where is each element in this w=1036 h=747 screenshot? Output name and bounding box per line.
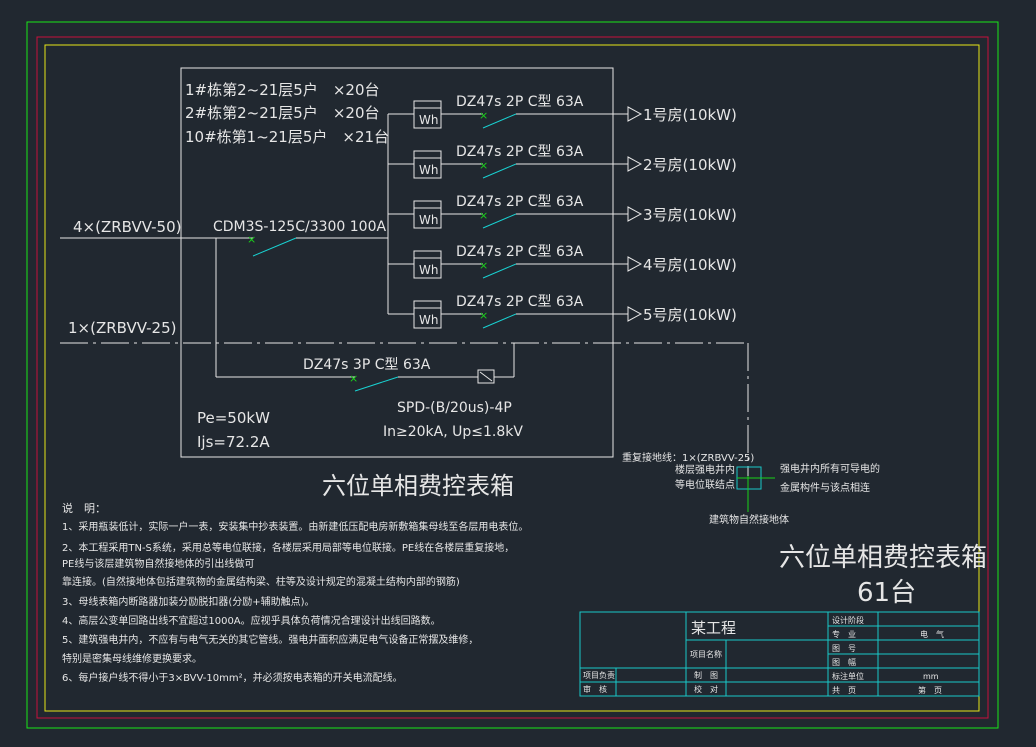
note-line: 4、高层公变单回路出线不宜超过1000A。应视乎具体负荷情况合理设计出线回路数。 <box>62 614 441 627</box>
spd-model-label: SPD-(B/20us)-4P <box>397 400 512 416</box>
box-header-line-2: 2#栋第2~21层5户 ×20台 <box>185 104 380 122</box>
main-breaker-blade <box>252 237 297 257</box>
branch-breaker-blade <box>482 213 517 229</box>
left-row2-label: 审 核 <box>583 684 607 694</box>
branch-breaker-cross: × <box>479 109 488 122</box>
branch-breaker-cross: × <box>479 309 488 322</box>
branch-breaker-blade <box>482 263 517 279</box>
branch-load-label: 5号房(10kW) <box>643 306 737 324</box>
branch-breaker-label: DZ47s 2P C型 63A <box>456 194 584 210</box>
bonding-point-label-1: 楼层强电井内 <box>675 463 735 476</box>
branch-breaker-label: DZ47s 2P C型 63A <box>456 244 584 260</box>
note-line: 5、建筑强电井内，不应有与电气无关的其它管线。强电井面积应满足电气设备正常摆及维… <box>62 633 478 646</box>
branch-row: Wh × DZ47s 2P C型 63A 5号房(10kW) <box>388 294 737 329</box>
spd-rating-label: In≥20kA, Up≤1.8kV <box>383 424 523 440</box>
box-header-line-3: 10#栋第1~21层5户 ×21台 <box>185 128 389 146</box>
mid-row2-label: 校 对 <box>694 684 718 694</box>
frame-yellow <box>44 44 980 712</box>
meter-label: Wh <box>419 163 438 177</box>
project-name: 某工程 <box>691 619 736 637</box>
tb-label-stage: 设计阶段 <box>832 615 864 625</box>
branch-breaker-blade <box>482 313 517 329</box>
tb-label-sheet-size: 图 幅 <box>832 657 856 667</box>
main-breaker-cross: × <box>247 233 256 246</box>
branch-row: Wh × DZ47s 2P C型 63A 3号房(10kW) <box>388 194 737 229</box>
natural-earth-label: 建筑物自然接地体 <box>709 513 789 526</box>
note-line: 靠连接。(自然接地体包括建筑物的金属结构梁、柱等及设计规定的混凝土结构内部的钢筋… <box>62 575 460 588</box>
branch-load-label: 1号房(10kW) <box>643 106 737 124</box>
branch-breaker-blade <box>482 113 517 129</box>
outer-frame-green <box>26 21 999 729</box>
bonding-point-label-2: 等电位联结点 <box>675 478 735 491</box>
load-arrow <box>627 256 643 272</box>
left-row1-label: 项目负责 <box>583 670 615 680</box>
branch-breaker-cross: × <box>479 209 488 222</box>
load-arrow <box>627 306 643 322</box>
spd-breaker-label: DZ47s 3P C型 63A <box>303 357 431 373</box>
incoming-main-cable-label: 4×(ZRBVV-50) <box>73 218 182 236</box>
branch-load-label: 2号房(10kW) <box>643 156 737 174</box>
note-line: 1、采用瓶装低计，实际一户一表，安装集中抄表装置。由新建低压配电房新敷箱集母线至… <box>62 520 528 533</box>
spd-device-diag <box>479 371 493 382</box>
tb-label-unit: 标注单位 <box>832 671 864 681</box>
note-line: PE线与该层建筑物自然接地体的引出线做可 <box>62 557 254 570</box>
tb-label-discipline: 专 业 <box>832 629 856 639</box>
branch-breaker-cross: × <box>479 159 488 172</box>
power-pe-label: Pe=50kW <box>197 409 270 427</box>
spd-breaker-cross: × <box>349 372 358 385</box>
branch-breaker-label: DZ47s 2P C型 63A <box>456 294 584 310</box>
branch-breaker-label: DZ47s 2P C型 63A <box>456 94 584 110</box>
tb-value-page: 第 页 <box>918 685 942 695</box>
project-label: 项目名称 <box>690 649 722 659</box>
tb-label-total-pages: 共 页 <box>832 686 856 695</box>
tb-label-drawing-no: 图 号 <box>832 644 856 653</box>
branch-load-label: 4号房(10kW) <box>643 256 737 274</box>
pe-cable-label: 1×(ZRBVV-25) <box>68 319 177 337</box>
branch-row: Wh × DZ47s 2P C型 63A 2号房(10kW) <box>388 144 737 179</box>
branch-breaker-cross: × <box>479 259 488 272</box>
meter-label: Wh <box>419 263 438 277</box>
meter-label: Wh <box>419 213 438 227</box>
meter-label: Wh <box>419 113 438 127</box>
spd-breaker-blade <box>354 376 399 392</box>
tb-value-discipline: 电 气 <box>920 629 944 639</box>
tb-value-unit: mm <box>923 672 939 681</box>
load-arrow <box>627 106 643 122</box>
big-title-line-2: 61台 <box>857 578 916 608</box>
note-line: 特别是密集母线维修更换要求。 <box>62 652 202 665</box>
branch-breaker-blade <box>482 163 517 179</box>
load-arrow <box>627 156 643 172</box>
note-line: 6、每户接户线不得小于3×BVV-10mm²，并必须按电表箱的开关电流配线。 <box>62 671 403 684</box>
mid-row1-label: 制 图 <box>694 670 718 680</box>
frame-red <box>36 36 989 719</box>
power-ijs-label: Ijs=72.2A <box>197 433 270 451</box>
note-line: 3、母线表箱内断路器加装分励脱扣器(分励+辅助触点)。 <box>62 595 315 608</box>
meter-box-outline <box>180 67 614 458</box>
note-line: 2、本工程采用TN-S系统，采用总等电位联接，各楼层采用局部等电位联接。PE线在… <box>62 541 514 554</box>
repeat-ground-label: 重复接地线：1×(ZRBVV-25) <box>622 451 754 464</box>
big-title-line-1: 六位单相费控表箱 <box>779 543 987 573</box>
notes-heading: 说 明： <box>62 501 106 515</box>
branch-load-label: 3号房(10kW) <box>643 206 737 224</box>
box-header-line-1: 1#栋第2~21层5户 ×20台 <box>185 81 380 99</box>
meter-label: Wh <box>419 313 438 327</box>
metal-parts-label-2: 金属构件与该点相连 <box>780 481 870 494</box>
branch-row: Wh × DZ47s 2P C型 63A 1号房(10kW) <box>388 94 737 129</box>
main-breaker-label: CDM3S-125C/3300 100A <box>213 219 386 235</box>
branch-row: Wh × DZ47s 2P C型 63A 4号房(10kW) <box>388 244 737 279</box>
branch-breaker-label: DZ47s 2P C型 63A <box>456 144 584 160</box>
title-block <box>579 611 980 697</box>
box-title: 六位单相费控表箱 <box>322 472 514 500</box>
metal-parts-label-1: 强电井内所有可导电的 <box>780 462 880 475</box>
load-arrow <box>627 206 643 222</box>
